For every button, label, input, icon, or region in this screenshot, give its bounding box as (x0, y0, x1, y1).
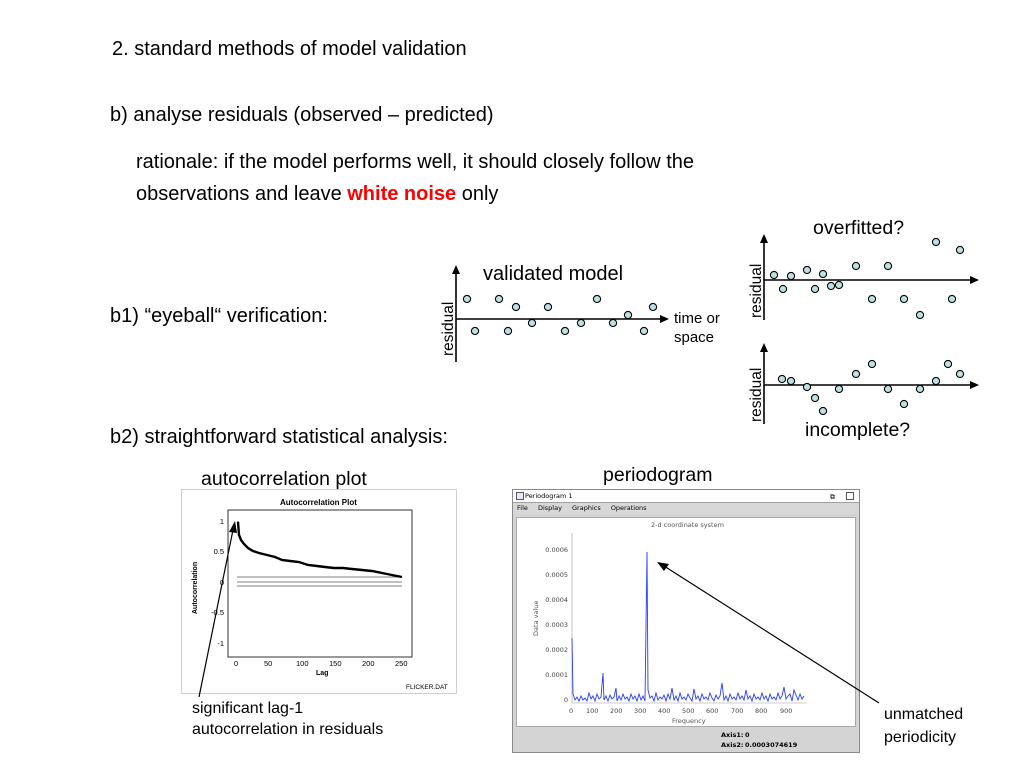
incomplete-points (777, 359, 965, 416)
periodogram-xtick: 500 (682, 707, 695, 715)
menu-operations[interactable]: Operations (610, 504, 647, 512)
autocorr-xtick: 50 (264, 659, 273, 668)
periodogram-xtick: 900 (780, 707, 793, 715)
incomplete-axes (760, 343, 979, 424)
validated-title: validated model (483, 263, 624, 285)
autocorr-annotation-line-1: significant lag-1 (192, 700, 304, 717)
rationale-text: observations and leave (136, 183, 348, 205)
overfitted-title: overfitted? (813, 217, 905, 239)
autocorr-ytick: 1 (219, 517, 224, 526)
periodogram-series (571, 551, 805, 703)
axis1-label: Axis1: (721, 731, 744, 739)
validated-xlabel-1: time or (674, 310, 720, 327)
white-noise-emphasis: white noise (347, 183, 457, 205)
periodogram-xtick: 300 (634, 707, 647, 715)
axis2-label: Axis2: (721, 741, 744, 749)
window-menubar: File Display Graphics Operations (513, 503, 859, 514)
periodogram-ytick: 0.0004 (545, 596, 568, 604)
autocorr-xtick: 150 (329, 659, 342, 668)
menu-display[interactable]: Display (537, 504, 562, 512)
periodogram-ytick: 0.0005 (545, 571, 568, 579)
rationale-line-1: rationale: if the model performs well, i… (136, 151, 695, 173)
periodogram-xtick: 200 (610, 707, 623, 715)
menu-file[interactable]: File (517, 504, 528, 512)
axis2-value: 0.0003074619 (745, 741, 798, 749)
window-icon (516, 492, 524, 500)
autocorr-ytick: 0.5 (213, 547, 224, 556)
autocorr-xtick: 200 (362, 659, 375, 668)
periodogram-xlabel: Frequency (672, 717, 706, 725)
slide-subheading: b) analyse residuals (observed – predict… (110, 104, 494, 126)
incomplete-title: incomplete? (805, 419, 911, 441)
autocorr-ytick: -1 (217, 639, 224, 648)
autocorr-series (236, 521, 403, 579)
periodogram-ytick: 0.0003 (545, 621, 568, 629)
validated-axes (452, 265, 669, 362)
periodogram-ytick: 0.0006 (545, 546, 568, 554)
periodogram-xtick: 400 (658, 707, 671, 715)
periodogram-window: Periodogram 1 ⧉ File Display Graphics Op… (512, 489, 860, 753)
periodogram-ytick: 0.0002 (545, 646, 568, 654)
periodogram-caption: periodogram (603, 464, 713, 486)
autocorr-caption: autocorrelation plot (201, 468, 367, 490)
periodogram-annotation-line-2: periodicity (884, 729, 957, 746)
periodogram-ytick: 0.0001 (545, 671, 568, 679)
window-title: Periodogram 1 (525, 492, 573, 500)
overfitted-points (769, 237, 965, 320)
autocorr-plot-area (227, 509, 413, 658)
rationale-tail: only (456, 183, 499, 205)
maximize-icon[interactable] (846, 492, 854, 500)
periodogram-xtick: 100 (586, 707, 599, 715)
validated-xlabel-2: space (674, 329, 715, 346)
periodogram-plot (571, 533, 807, 704)
slide-heading: 2. standard methods of model validation (112, 38, 467, 60)
periodogram-plot-title: 2-d coordinate system (651, 521, 724, 529)
rationale-line-2: observations and leave white noise only (136, 183, 498, 206)
autocorr-source: FLICKER.DAT (406, 684, 448, 691)
autocorr-ytick: -0.5 (211, 608, 224, 617)
periodogram-xtick: 700 (731, 707, 744, 715)
autocorr-annotation-line-2: autocorrelation in residuals (192, 721, 384, 738)
menu-graphics[interactable]: Graphics (572, 504, 601, 512)
b2-label: b2) straightforward statistical analysis… (110, 426, 448, 448)
b1-label: b1) “eyeball“ verification: (110, 305, 328, 327)
validated-points (462, 294, 658, 336)
autocorr-xtick: 250 (395, 659, 408, 668)
axis1-value: 0 (745, 731, 750, 739)
periodogram-xtick: 0 (569, 707, 574, 715)
periodogram-ytick: 0 (563, 696, 568, 704)
periodogram-canvas[interactable]: 2-d coordinate system Data value Frequen… (516, 517, 856, 727)
autocorr-xlabel: Lag (316, 670, 329, 677)
autocorr-xtick: 100 (296, 659, 309, 668)
periodogram-xtick: 600 (706, 707, 719, 715)
window-status: Axis1: 0 Axis2: 0.0003074619 (516, 728, 854, 750)
restore-icon[interactable]: ⧉ (830, 493, 835, 501)
autocorr-figure: Autocorrelation Plot Autocorrelation Lag… (181, 489, 457, 694)
overfitted-axes (760, 234, 979, 320)
autocorr-xtick: 0 (234, 659, 239, 668)
periodogram-annotation-line-1: unmatched (884, 706, 964, 723)
periodogram-xtick: 800 (755, 707, 768, 715)
window-titlebar[interactable]: Periodogram 1 ⧉ (513, 490, 859, 503)
autocorr-plot-title: Autocorrelation Plot (280, 498, 357, 507)
